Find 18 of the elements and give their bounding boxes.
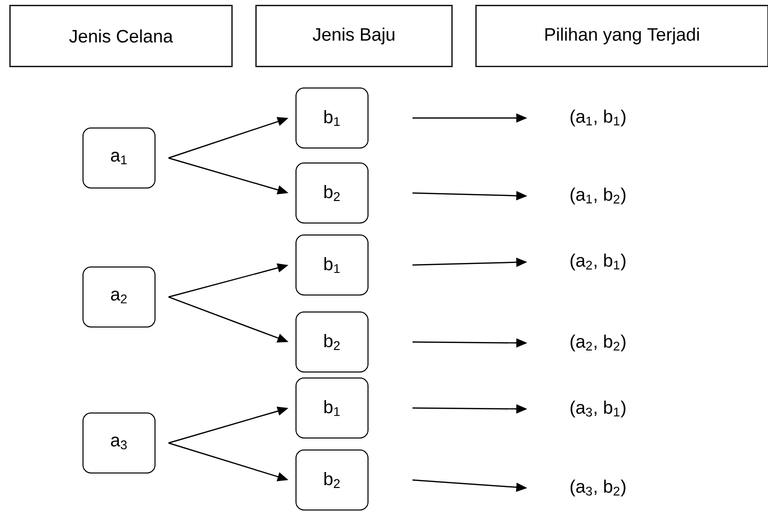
header-box: Jenis Baju <box>255 4 453 68</box>
shirt-box: b$_{1}$ <box>296 234 368 296</box>
pair-text: (a$_{3}$, b$_{1}$) <box>570 400 626 418</box>
pair-text: (a$_{1}$, b$_{2}$) <box>570 188 626 204</box>
pair-text: (a$_{2}$, b$_{1}$) <box>570 254 626 270</box>
header-box: Jenis Celana <box>9 4 233 68</box>
shirt-box: b$_{2}$ <box>296 450 368 510</box>
shirt-box: b$_{1}$ <box>296 88 368 148</box>
pants-box: a$_{3}$ <box>82 412 156 474</box>
pair-text: (a$_{3}$, b$_{2}$) <box>570 480 626 496</box>
pants-box: a$_{1}$ <box>82 128 156 188</box>
pair-text: (a$_{1}$, b$_{1}$) <box>570 110 626 126</box>
shirt-box: b$_{2}$ <box>296 312 368 372</box>
pants-box: a$_{2}$ <box>82 266 156 328</box>
pair-text: (a$_{2}$, b$_{2}$) <box>570 334 626 352</box>
header-box: Pilihan yang Terjadi <box>475 4 768 68</box>
shirt-box: b$_{2}$ <box>296 162 368 224</box>
shirt-box: b$_{1}$ <box>296 378 368 438</box>
